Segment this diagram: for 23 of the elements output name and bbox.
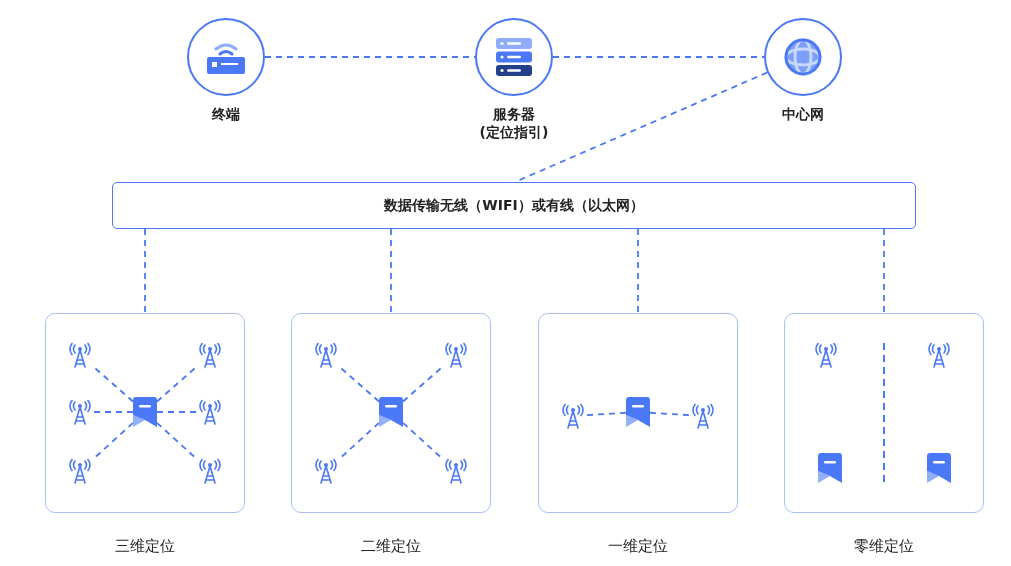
dashed-connector	[649, 411, 691, 417]
panel-caption: 三维定位	[115, 537, 175, 555]
dashed-connector	[390, 228, 392, 314]
panel-caption: 二维定位	[361, 537, 421, 555]
node-label: (定位指引)	[479, 123, 549, 141]
transmission-bar	[112, 182, 916, 229]
dashed-connector	[338, 365, 380, 403]
node-label: 中心网	[782, 105, 824, 123]
node-label: 终端	[212, 105, 240, 123]
dashed-connector	[156, 365, 198, 403]
dashed-connector	[92, 411, 134, 413]
dashed-connector	[402, 365, 444, 403]
dashed-connector	[585, 411, 627, 417]
node-label: 服务器	[493, 105, 535, 123]
dashed-connector	[92, 365, 134, 403]
dashed-connector	[637, 228, 639, 314]
bar-label: 数据传输无线（WIFI）或有线（以太网）	[384, 196, 644, 215]
dashed-connector	[144, 228, 146, 314]
panel-caption: 一维定位	[608, 537, 668, 555]
dashed-connector	[156, 411, 198, 413]
panel-caption: 零维定位	[854, 537, 914, 555]
dashed-connector	[552, 56, 765, 58]
dashed-connector	[883, 228, 885, 314]
